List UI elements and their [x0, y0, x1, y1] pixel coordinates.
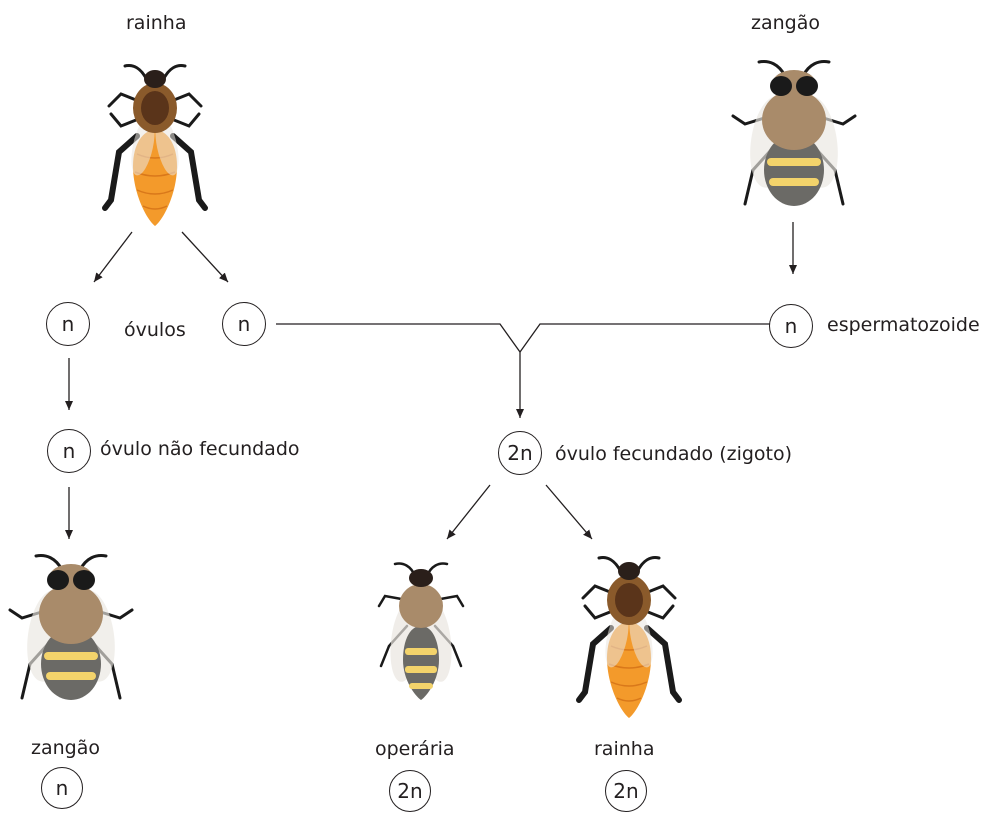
label-ovules: óvulos [124, 319, 186, 341]
label-drone-top: zangão [751, 12, 820, 34]
drone-bee-icon [727, 54, 861, 220]
worker-bee-icon [371, 556, 471, 704]
cell-unfertilized-ovule: n [47, 429, 91, 473]
cell-queen-bottom: 2n [605, 770, 647, 812]
queen-bee-icon [571, 546, 687, 722]
cell-zygote: 2n [498, 431, 542, 475]
arrow-zygote-to-queen [546, 485, 592, 539]
cell-ovule-left: n [46, 302, 90, 346]
arrow-queen-to-ovule-right [182, 232, 228, 282]
label-worker: operária [375, 738, 455, 760]
label-unfertilized-ovule: óvulo não fecundado [100, 438, 300, 460]
label-fertilized-ovule: óvulo fecundado (zigoto) [555, 443, 792, 465]
cell-worker: 2n [389, 770, 431, 812]
label-queen-bottom: rainha [594, 738, 654, 760]
fertilization-line [276, 324, 770, 352]
label-queen-top: rainha [126, 12, 186, 34]
arrow-zygote-to-worker [447, 485, 490, 539]
queen-bee-icon [97, 54, 213, 230]
arrow-queen-to-ovule-left [94, 232, 132, 282]
label-drone-bottom: zangão [31, 737, 100, 759]
cell-ovule-right: n [222, 302, 266, 346]
drone-bee-icon [4, 548, 138, 714]
cell-drone-bottom: n [41, 767, 83, 809]
label-sperm: espermatozoide [827, 314, 980, 336]
cell-sperm: n [769, 304, 813, 348]
